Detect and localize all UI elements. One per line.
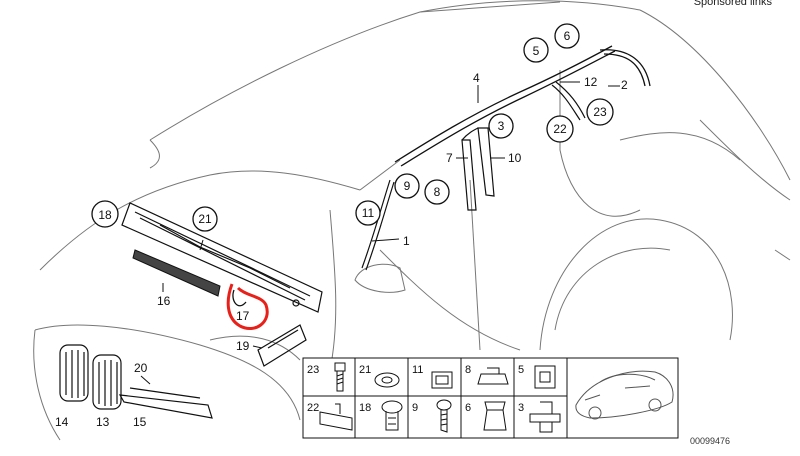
callout-1: 1 — [403, 234, 410, 248]
b-pillar-trim — [461, 127, 495, 211]
car-body-outline — [33, 0, 791, 441]
cowl-grille — [132, 249, 221, 297]
legend-row2-2: 18 — [359, 402, 371, 414]
callout-8: 8 — [434, 185, 441, 199]
legend-row1-5: 5 — [518, 364, 524, 376]
rear-molding — [599, 49, 651, 87]
legend-row1-4: 8 — [465, 364, 471, 376]
legend-row2-3: 9 — [412, 402, 418, 414]
legend-row1-icons — [334, 362, 556, 392]
callout-6: 6 — [564, 29, 571, 43]
legend-row1-2: 21 — [359, 364, 371, 376]
callout-13: 13 — [96, 415, 110, 429]
pillar-trim — [551, 81, 586, 121]
legend-row1-3: 11 — [412, 364, 423, 376]
legend-car-icon — [575, 370, 674, 420]
callout-9: 9 — [404, 179, 411, 193]
callout-12: 12 — [584, 75, 598, 89]
callout-7: 7 — [446, 151, 453, 165]
callout-18: 18 — [98, 208, 112, 222]
diagram-code: 00099476 — [689, 436, 730, 446]
trim-strip-15 — [118, 387, 213, 419]
bracket-19 — [257, 324, 307, 367]
legend-row1-1: 23 — [307, 364, 319, 376]
leader-lines — [140, 81, 620, 385]
callout-14: 14 — [55, 415, 69, 429]
kidney-grille — [59, 344, 122, 410]
callout-16: 16 — [157, 294, 171, 308]
callout-11: 11 — [362, 206, 375, 220]
callout-3: 3 — [498, 119, 505, 133]
legend-row2-5: 3 — [518, 402, 524, 414]
sponsored-links-label[interactable]: Sponsored links — [693, 0, 772, 8]
callout-22: 22 — [553, 122, 567, 136]
callout-21: 21 — [198, 212, 212, 226]
legend-grid: 23 21 11 8 5 22 18 9 6 3 — [302, 357, 679, 439]
roof-molding — [394, 45, 616, 167]
cowl-panel — [121, 202, 323, 313]
callout-17: 17 — [236, 309, 250, 323]
legend-row2-4: 6 — [465, 402, 471, 414]
callout-2: 2 — [621, 78, 628, 92]
callout-20: 20 — [134, 361, 148, 375]
callout-19: 19 — [236, 339, 250, 353]
callout-5: 5 — [533, 44, 540, 58]
callout-15: 15 — [133, 415, 147, 429]
legend-row2-1: 22 — [307, 402, 319, 414]
seal-17 — [226, 283, 269, 330]
callout-23: 23 — [593, 105, 607, 119]
callout-labels: 1 2 3 4 5 6 7 8 9 10 11 12 13 14 15 16 1… — [55, 23, 628, 429]
legend-row2-icons — [319, 399, 561, 433]
callout-4: 4 — [473, 71, 480, 85]
callout-10: 10 — [508, 151, 522, 165]
